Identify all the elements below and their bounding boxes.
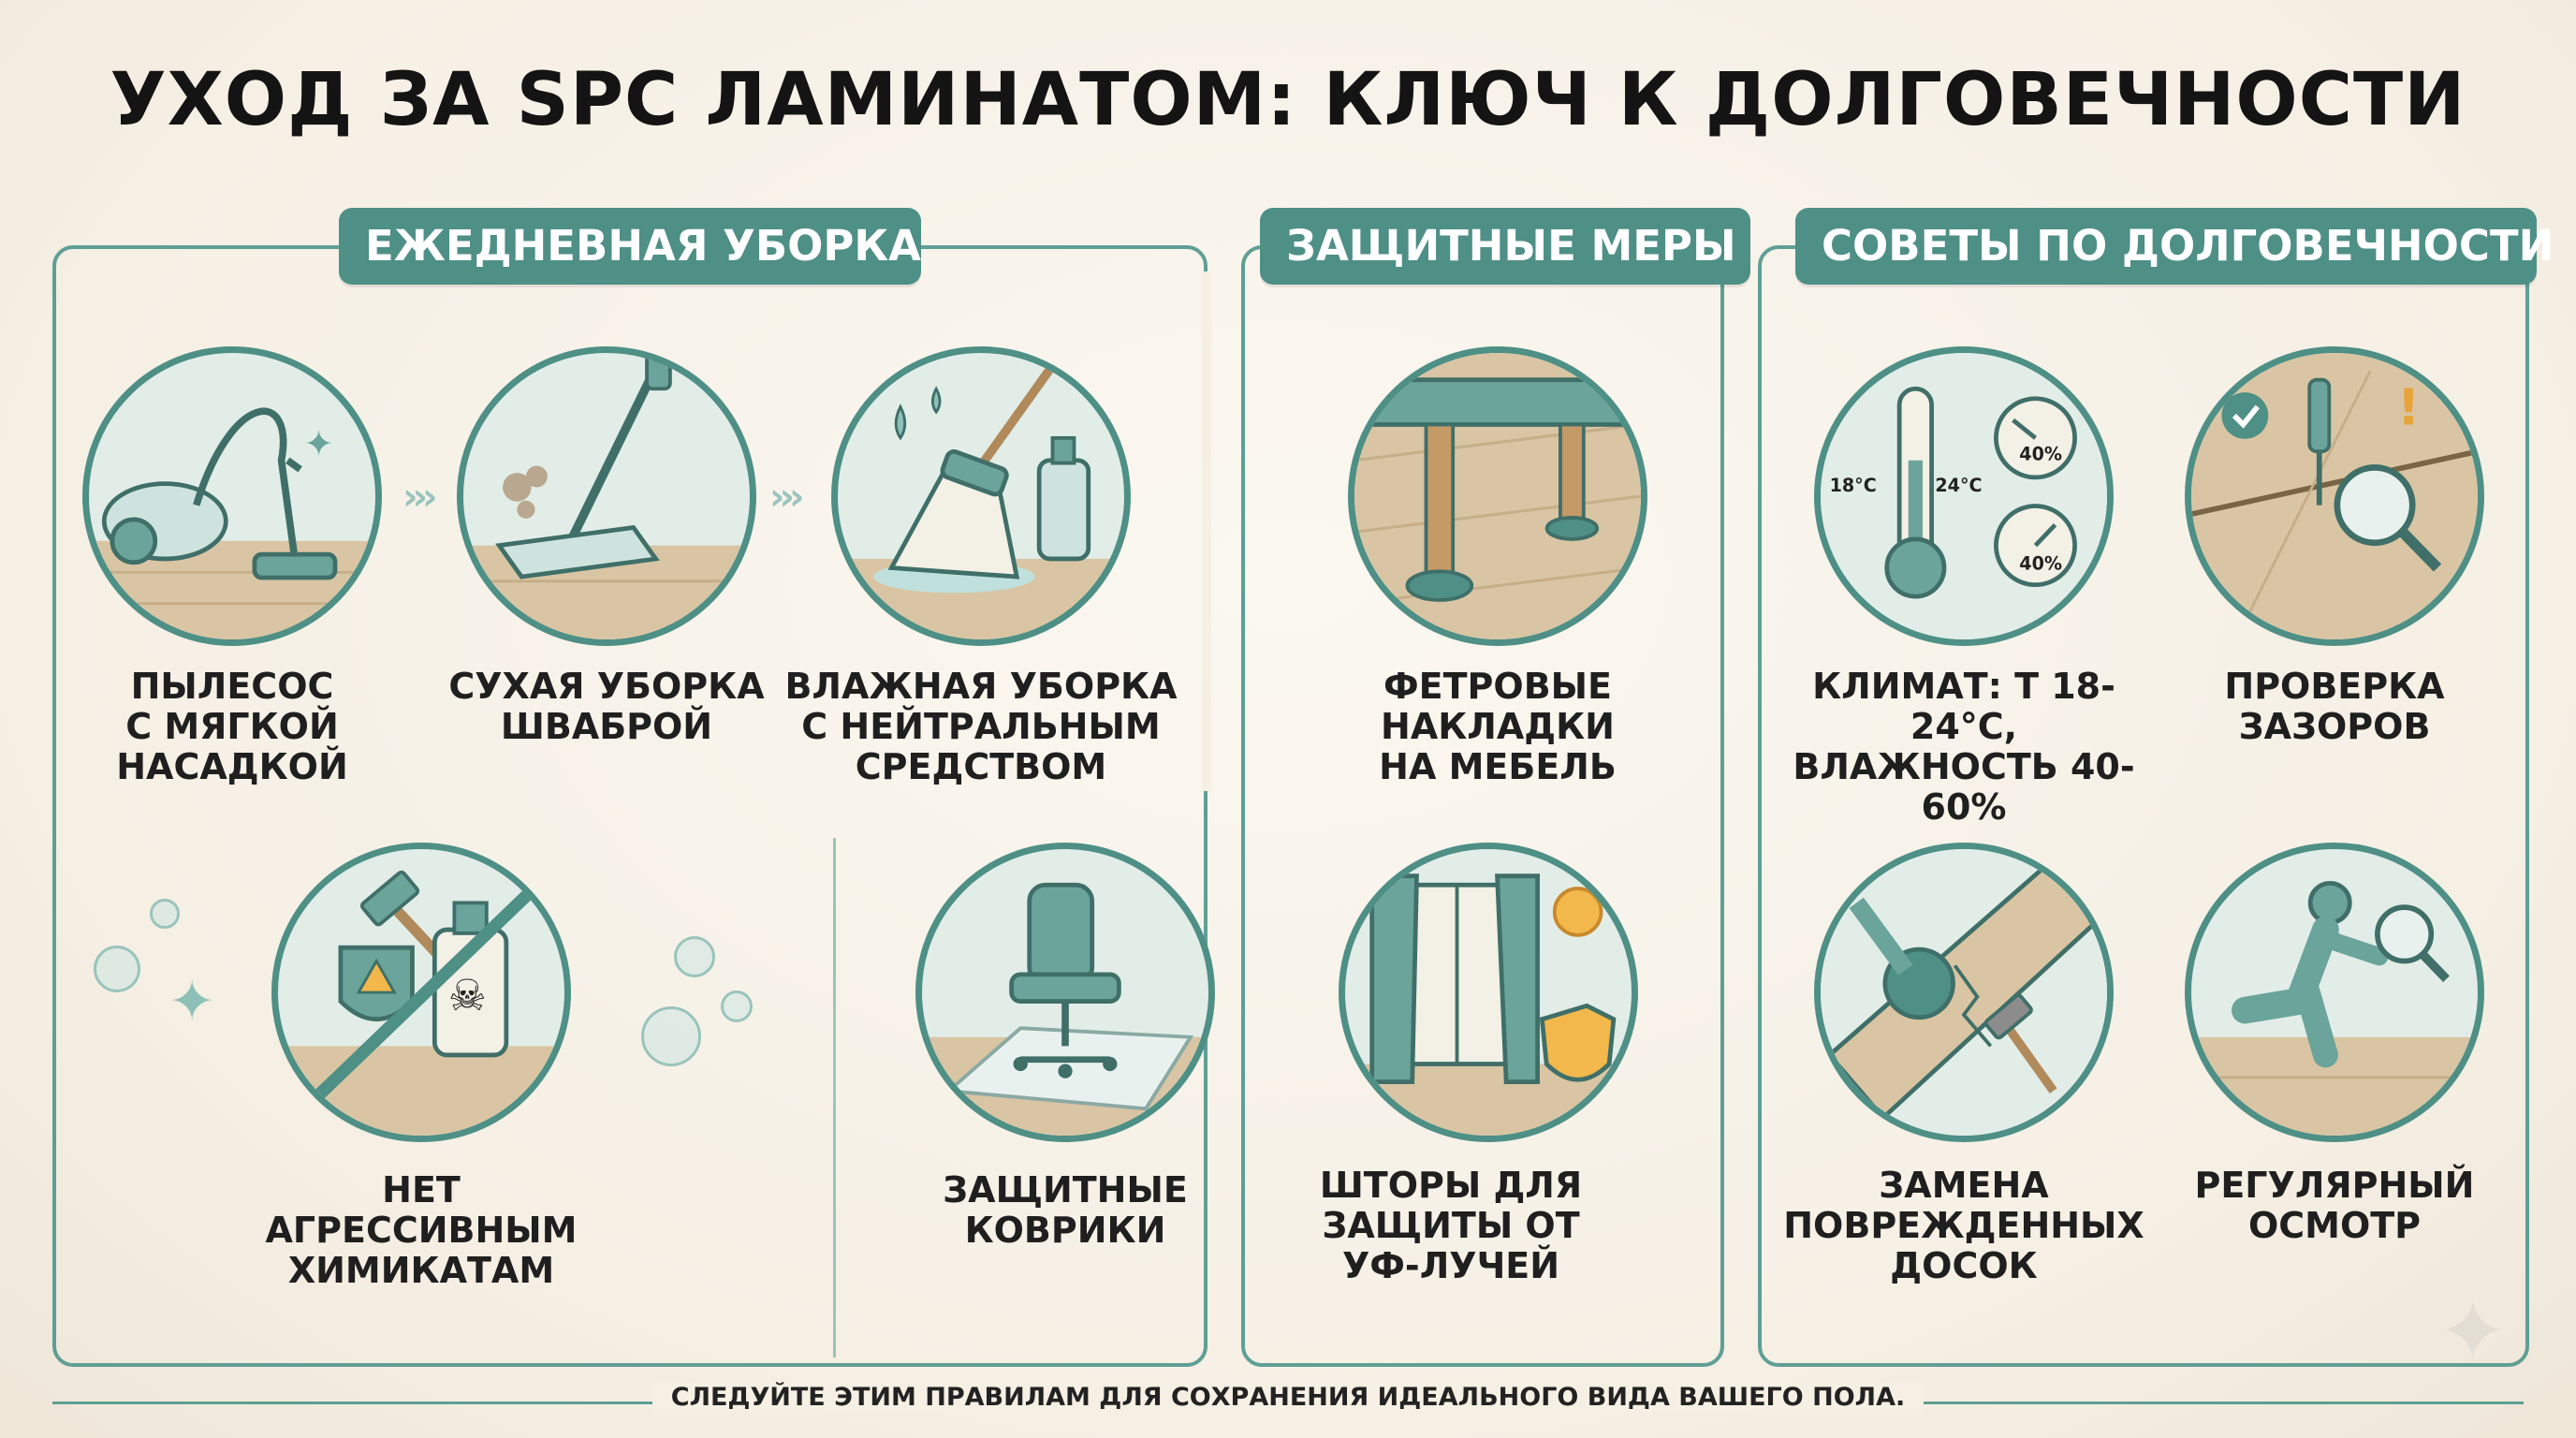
vacuum-cleaner-icon: ✦ [82, 346, 382, 646]
label-chair-mat: ЗАЩИТНЫЕ КОВРИКИ [943, 1169, 1188, 1251]
arrow-step-2-icon: ››› [769, 476, 805, 519]
humidity-gauge-2-text: 40% [2019, 552, 2062, 574]
regular-inspection-icon [2185, 843, 2484, 1142]
dry-mop-icon [457, 346, 756, 646]
humidity-gauge-1-text: 40% [2019, 444, 2062, 465]
divider-daily-protective [1202, 271, 1211, 791]
tag-daily-cleaning: ЕЖЕДНЕВНАЯ УБОРКА [339, 208, 921, 285]
thermo-low-text: 18°C [1830, 475, 1877, 496]
arrow-step-1-icon: ››› [402, 476, 438, 519]
felt-pads-icon [1348, 346, 1647, 646]
chair-mat-icon [915, 843, 1215, 1142]
svg-text:✦: ✦ [304, 423, 334, 465]
label-curtains: ШТОРЫ ДЛЯ ЗАЩИТЫ ОТ УФ-ЛУЧЕЙ [1319, 1165, 1583, 1286]
footer-note: СЛЕДУЙТЕ ЭТИМ ПРАВИЛАМ ДЛЯ СОХРАНЕНИЯ ИД… [0, 1383, 2576, 1412]
page-title: УХОД ЗА SPC ЛАМИНАТОМ: КЛЮЧ К ДОЛГОВЕЧНО… [110, 58, 2466, 142]
board-replacement-icon [1814, 843, 2114, 1142]
svg-text:☠: ☠ [448, 970, 487, 1020]
bubble-decoration [641, 1006, 701, 1066]
watermark-sparkle-icon: ✦ [2437, 1283, 2509, 1381]
label-gap-inspection: ПРОВЕРКА ЗАЗОРОВ [2224, 666, 2445, 747]
label-wet-mop: ВЛАЖНАЯ УБОРКА С НЕЙТРАЛЬНЫМ СРЕДСТВОМ [784, 666, 1178, 787]
footer-note-text: СЛЕДУЙТЕ ЭТИМ ПРАВИЛАМ ДЛЯ СОХРАНЕНИЯ ИД… [651, 1383, 1925, 1412]
bubble-decoration [150, 899, 180, 929]
svg-text:!: ! [2397, 378, 2420, 437]
label-no-chemicals: НЕТ АГРЕССИВНЫМ ХИМИКАТАМ [265, 1169, 578, 1291]
bubble-decoration [94, 946, 140, 992]
curtains-sun-icon [1339, 843, 1638, 1142]
label-felt-pads: ФЕТРОВЫЕ НАКЛАДКИ НА МЕБЕЛЬ [1379, 666, 1617, 787]
climate-thermometer-icon: 18°C 24°C 40% 40% [1814, 346, 2114, 646]
no-chemicals-icon: ☠ [271, 843, 571, 1142]
wet-mop-icon [831, 346, 1131, 646]
gap-inspection-icon: ! [2185, 346, 2484, 646]
label-regular-inspection: РЕГУЛЯРНЫЙ ОСМОТР [2194, 1165, 2475, 1246]
label-climate: КЛИМАТ: Т 18-24°C, ВЛАЖНОСТЬ 40-60% [1793, 666, 2135, 828]
bubble-decoration [721, 990, 753, 1022]
divider-lower-left [833, 838, 836, 1357]
tag-longevity-tips: СОВЕТЫ ПО ДОЛГОВЕЧНОСТИ [1795, 208, 2554, 285]
thermo-high-text: 24°C [1935, 475, 1982, 496]
sparkle-icon: ✦ [168, 969, 216, 1034]
label-dry-mop: СУХАЯ УБОРКА ШВАБРОЙ [448, 666, 765, 747]
label-vacuum: ПЫЛЕСОС С МЯГКОЙ НАСАДКОЙ [116, 666, 348, 787]
bubble-decoration [674, 936, 715, 977]
label-board-replacement: ЗАМЕНА ПОВРЕЖДЕННЫХ ДОСОК [1783, 1165, 2144, 1286]
tag-protective-measures: ЗАЩИТНЫЕ МЕРЫ [1260, 208, 1750, 285]
